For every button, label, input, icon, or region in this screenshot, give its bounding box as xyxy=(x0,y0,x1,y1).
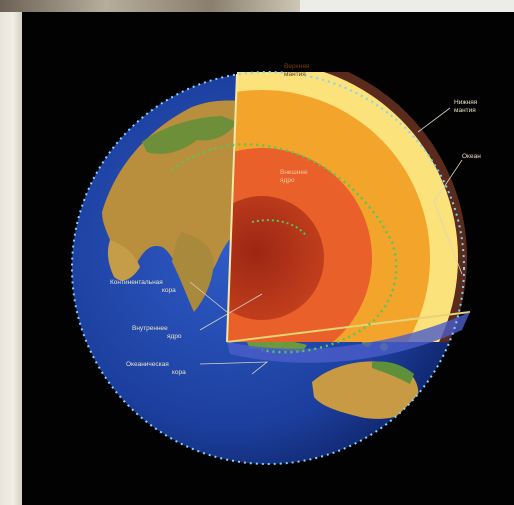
earth-cutaway-diagram: Верхняя мантия Нижняя мантия Океан Внешн… xyxy=(71,63,481,465)
inner-core-label: Внутреннее ядро xyxy=(132,325,182,340)
background-photo-strip xyxy=(0,0,300,12)
leader-lines xyxy=(189,107,463,375)
oceanic-crust-label: Океаническая кора xyxy=(126,361,186,376)
australia-landmass xyxy=(312,361,419,419)
cut-edge-bottom xyxy=(226,311,471,343)
page-edge xyxy=(0,12,22,505)
continental-crust-label: Континентальная кора xyxy=(110,279,176,294)
asia-green-region xyxy=(142,116,237,154)
earth-diagram-panel: Верхняя мантия Нижняя мантия Океан Внешн… xyxy=(22,12,514,505)
lower-mantle-label: Нижняя мантия xyxy=(454,99,479,114)
cut-base-shadow xyxy=(227,312,470,363)
india-landmass xyxy=(172,232,214,312)
ocean-label: Океан xyxy=(462,153,481,160)
dotted-boundary-outer xyxy=(71,71,465,465)
arabia-landmass xyxy=(107,240,140,281)
dotted-boundary-core xyxy=(171,143,398,354)
asia-landmass xyxy=(102,100,252,286)
cut-edge-left xyxy=(226,73,238,343)
australia-green-edge xyxy=(372,361,414,384)
dotted-boundary-inner xyxy=(251,219,308,238)
upper-mantle-label: Верхняя мантия xyxy=(284,63,311,78)
outer-core-label: Внешнее ядро xyxy=(280,169,309,184)
